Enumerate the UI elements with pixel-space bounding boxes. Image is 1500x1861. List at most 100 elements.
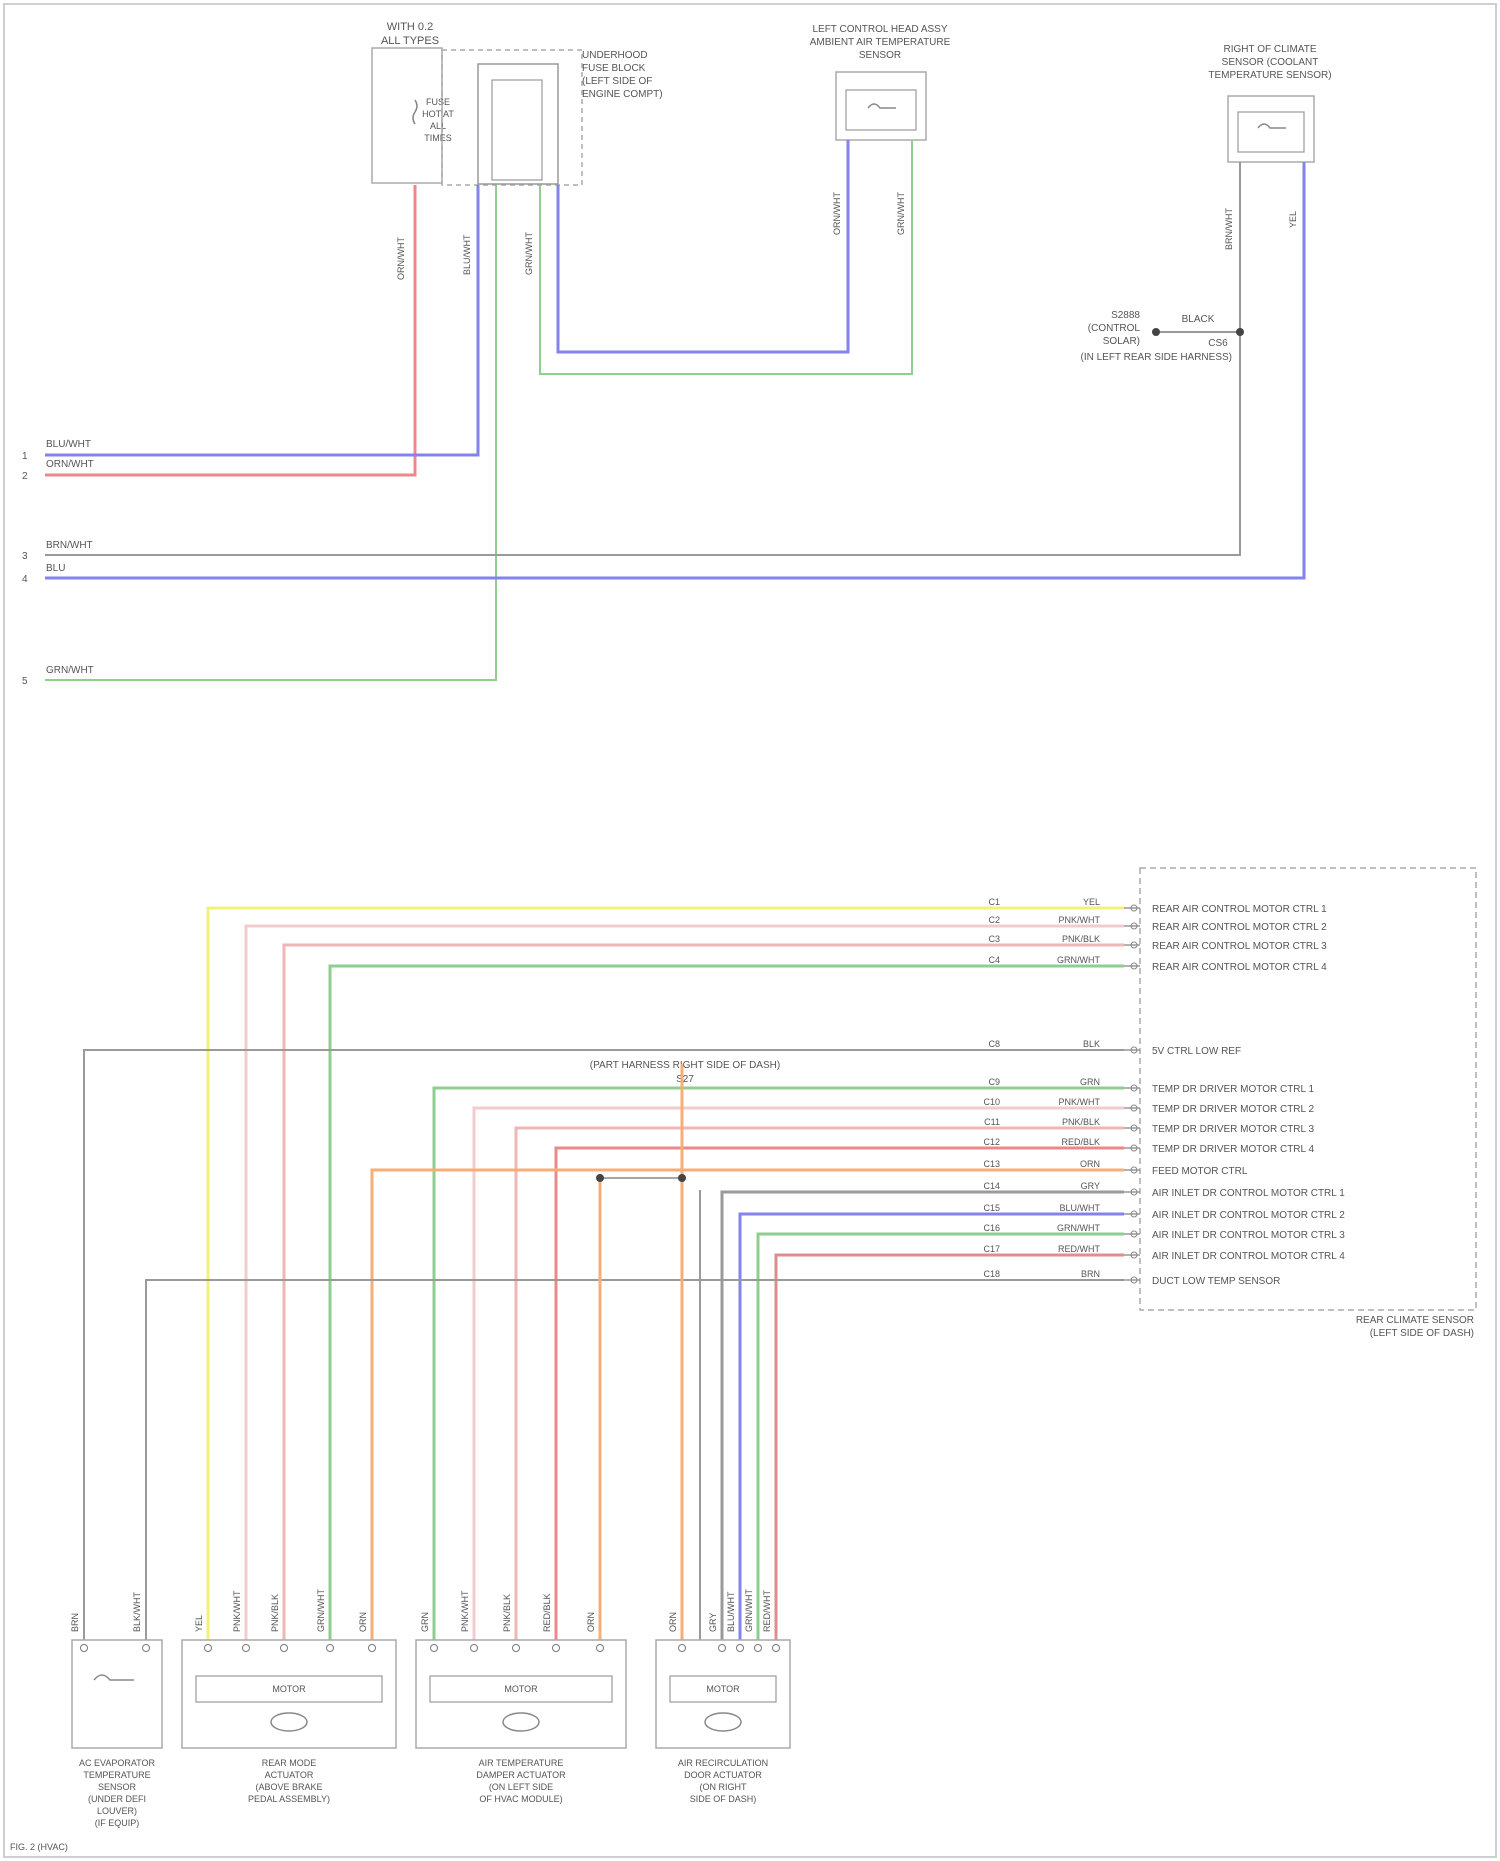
component-pin [513,1645,520,1652]
bus-pin-3: 3 [22,551,28,562]
module-pin-label: REAR AIR CONTROL MOTOR CTRL 3 [1152,941,1327,952]
module-pin-color: GRN/WHT [1057,1223,1100,1233]
right-sensor-title-2: SENSOR (COOLANT [1222,57,1319,68]
component-title: LOUVER) [97,1806,137,1816]
module-pin-label: 5V CTRL LOW REF [1152,1046,1241,1057]
wire-gray-right-sensor [45,162,1240,555]
right-sensor-title-1: RIGHT OF CLIMATE [1224,44,1317,55]
splice-s2888: S2888 (CONTROL SOLAR) BLACK CS6 (IN LEFT… [1080,310,1244,363]
wire-blue-left-sensor [558,140,848,352]
component-body [182,1640,396,1748]
ambient-air-temperature-sensor: LEFT CONTROL HEAD ASSY AMBIENT AIR TEMPE… [810,24,951,140]
bottom-wire [776,1255,1124,1640]
component-title: AIR RECIRCULATION [678,1758,768,1768]
module-pin-color: GRY [1081,1181,1100,1191]
module-pin-label: AIR INLET DR CONTROL MOTOR CTRL 4 [1152,1251,1345,1262]
bus-label-5: GRN/WHT [46,665,94,676]
wire-green-junction [45,185,496,680]
actuator-driver-label: MOTOR [272,1684,306,1694]
module-pin-cavity: C15 [983,1203,1000,1213]
coolant-temperature-sensor: RIGHT OF CLIMATE SENSOR (COOLANT TEMPERA… [1208,44,1331,162]
module-pin-color: RED/WHT [1058,1244,1100,1254]
module-pin-cavity: C4 [988,955,1000,965]
wire-green-left-sensor [540,140,912,374]
component-pin-color: GRN/WHT [744,1589,754,1632]
splice-label-1: S2888 [1111,310,1140,321]
mid-label-1: (PART HARNESS RIGHT SIDE OF DASH) [590,1060,780,1071]
component-title: (ON RIGHT [700,1782,747,1792]
splice-label-6: (IN LEFT REAR SIDE HARNESS) [1080,352,1232,363]
component-title: ACTUATOR [265,1770,314,1780]
fuse-label-4: TIMES [424,133,452,143]
module-title-2: (LEFT SIDE OF DASH) [1370,1328,1474,1339]
component-pin-color: ORN [586,1612,596,1632]
component-title: (ABOVE BRAKE [255,1782,322,1792]
motor-symbol [705,1713,741,1731]
module-pin-label: FEED MOTOR CTRL [1152,1166,1248,1177]
module-pin-label: REAR AIR CONTROL MOTOR CTRL 1 [1152,904,1327,915]
module-pin-label: AIR INLET DR CONTROL MOTOR CTRL 1 [1152,1188,1345,1199]
component-title: AC EVAPORATOR [79,1758,156,1768]
left-sensor-title-1: LEFT CONTROL HEAD ASSY [812,24,947,35]
mid-label-2: S27 [676,1074,694,1085]
module-pin-label: DUCT LOW TEMP SENSOR [1152,1276,1280,1287]
module-pin-color: ORN [1080,1159,1100,1169]
component-pin-color: PNK/BLK [270,1594,280,1632]
component-pin-color: PNK/WHT [232,1590,242,1632]
module-pin-color: PNK/BLK [1062,934,1100,944]
bus-pin-5: 5 [22,676,28,687]
bottom-wires [84,908,1124,1640]
module-pin-label: AIR INLET DR CONTROL MOTOR CTRL 2 [1152,1210,1345,1221]
bottom-wire [146,1280,1124,1640]
component-pin-color: BRN [70,1613,80,1632]
component-pin [773,1645,780,1652]
left-sensor-title-3: SENSOR [859,50,901,61]
component-body [416,1640,626,1748]
bottom-wire [722,1192,1124,1640]
component-pin-color: BLU/WHT [726,1591,736,1632]
bus-pin-2: 2 [22,471,28,482]
component-pin-color: PNK/WHT [460,1590,470,1632]
component-pin [553,1645,560,1652]
wire-blue-junction [45,185,478,455]
component-pin-color: RED/BLK [542,1593,552,1632]
component-body [656,1640,790,1748]
underhood-fuse-block: UNDERHOOD FUSE BLOCK (LEFT SIDE OF ENGIN… [442,50,663,185]
component-pin-color: ORN [668,1612,678,1632]
module-pin-color: YEL [1083,897,1100,907]
motor-symbol [271,1713,307,1731]
right-sensor-title-3: TEMPERATURE SENSOR) [1208,70,1331,81]
component-pin [327,1645,334,1652]
module-pin-cavity: C17 [983,1244,1000,1254]
component-pin [719,1645,726,1652]
component-pin [597,1645,604,1652]
bus-label-2: ORN/WHT [46,459,94,470]
wire-code-4: ORN/WHT [832,192,842,235]
splice-label-4: BLACK [1182,314,1215,325]
junction-title-1: UNDERHOOD [582,50,648,61]
module-pin-color: PNK/WHT [1059,915,1101,925]
module-pin-color: GRN/WHT [1057,955,1100,965]
wire-code-1: ORN/WHT [396,237,406,280]
bus-label-1: BLU/WHT [46,439,91,450]
component-pin [281,1645,288,1652]
component-pin-color: PNK/BLK [502,1594,512,1632]
splice-label-3: SOLAR) [1103,336,1140,347]
component-pin [369,1645,376,1652]
bottom-wire [758,1234,1124,1640]
component-title: SENSOR [98,1782,137,1792]
junction-title-4: ENGINE COMPT) [582,89,663,100]
wire-code-7: YEL [1288,211,1298,228]
junction-title-2: FUSE BLOCK [582,63,646,74]
bus-pin-4: 4 [22,574,28,585]
module-pin-color: PNK/BLK [1062,1117,1100,1127]
component-title: DAMPER ACTUATOR [476,1770,566,1780]
module-pin-cavity: C13 [983,1159,1000,1169]
module-pin-label: TEMP DR DRIVER MOTOR CTRL 1 [1152,1084,1314,1095]
module-pin-cavity: C11 [984,1117,1000,1127]
module-pin-label: TEMP DR DRIVER MOTOR CTRL 2 [1152,1104,1314,1115]
